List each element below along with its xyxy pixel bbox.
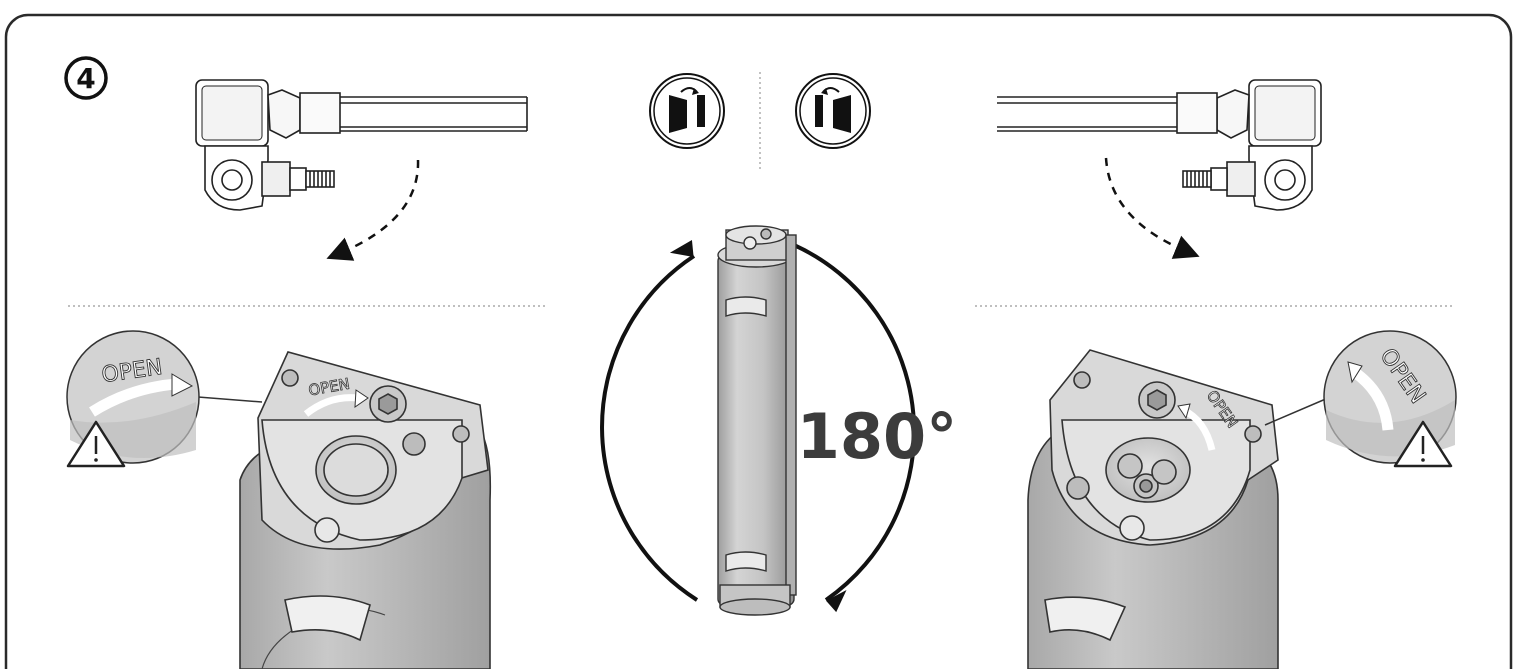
open-inscription-left-closeup: OPEN bbox=[100, 355, 164, 388]
warning-triangle-icon bbox=[1393, 420, 1453, 468]
warning-triangle-icon bbox=[66, 420, 126, 468]
door-left-opening-icon bbox=[649, 73, 725, 149]
swing-arrow-right bbox=[1104, 157, 1200, 259]
door-right-opening-icon bbox=[795, 73, 871, 149]
arm-assembly-left bbox=[195, 79, 528, 211]
operator-cylinder bbox=[717, 225, 797, 616]
closeup-leader-left bbox=[197, 396, 263, 403]
closeup-leader-right bbox=[1264, 397, 1329, 426]
operator-body-left bbox=[239, 351, 492, 669]
operator-body-right bbox=[1027, 349, 1279, 669]
rotation-angle-label: 180° bbox=[797, 400, 957, 473]
open-arrow-icon-left-body bbox=[303, 394, 359, 417]
step-number: 4 bbox=[76, 62, 95, 95]
diagram-frame bbox=[4, 13, 1513, 669]
step-number-badge: 4 bbox=[64, 56, 108, 100]
swing-arrow-left bbox=[326, 159, 420, 261]
arm-assembly-right bbox=[997, 79, 1322, 211]
rotation-arrows-icon bbox=[600, 239, 917, 613]
